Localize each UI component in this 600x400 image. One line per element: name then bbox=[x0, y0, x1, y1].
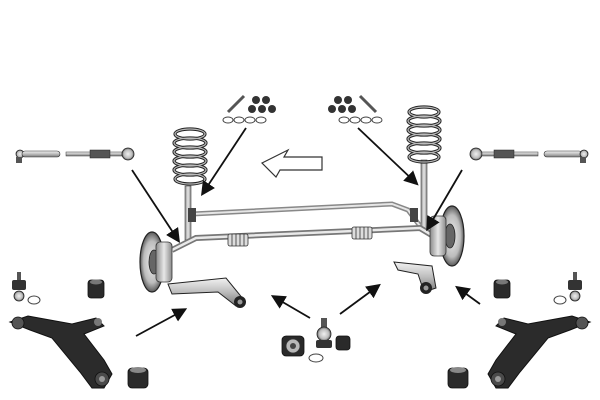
ball-joint-right bbox=[553, 272, 582, 305]
arrow-center-left bbox=[270, 295, 311, 319]
inner-tie-rod-left bbox=[65, 147, 135, 161]
bushing-left bbox=[87, 279, 105, 299]
steering-rack bbox=[170, 224, 442, 253]
ball-joint-left bbox=[12, 272, 41, 305]
bushing-bottom-right bbox=[447, 367, 469, 389]
stabilizer-link-kit-right bbox=[328, 94, 383, 124]
tie-rod-end-right bbox=[543, 149, 589, 163]
brake-disc-right bbox=[429, 205, 465, 267]
stabilizer-link-kit-left bbox=[222, 94, 276, 124]
arrow-tierod-right bbox=[426, 169, 463, 232]
control-arm-right bbox=[487, 315, 592, 389]
assembled-arm-left bbox=[167, 277, 246, 308]
arrow-kit-right bbox=[357, 127, 419, 186]
tie-rod-end-left bbox=[15, 149, 61, 163]
arrow-kit-left bbox=[201, 127, 247, 197]
brake-disc-left bbox=[139, 231, 173, 293]
direction-arrow-icon bbox=[260, 148, 323, 178]
bushing-bottom-left bbox=[127, 367, 149, 389]
center-bushing-ball-joint-kit bbox=[281, 318, 351, 363]
stabilizer-bar bbox=[188, 201, 422, 228]
control-arm-left bbox=[8, 315, 113, 389]
coil-spring-right bbox=[406, 105, 442, 231]
arrow-arm-left bbox=[135, 308, 188, 337]
arrow-arm-right bbox=[455, 285, 481, 305]
coil-spring-left bbox=[172, 127, 208, 241]
arrow-tierod-left bbox=[131, 169, 180, 244]
inner-tie-rod-right bbox=[469, 147, 539, 161]
arrow-center-right bbox=[339, 283, 381, 315]
pointer-arrows bbox=[131, 127, 481, 337]
bushing-right bbox=[493, 279, 511, 299]
assembled-arm-right bbox=[393, 261, 437, 294]
